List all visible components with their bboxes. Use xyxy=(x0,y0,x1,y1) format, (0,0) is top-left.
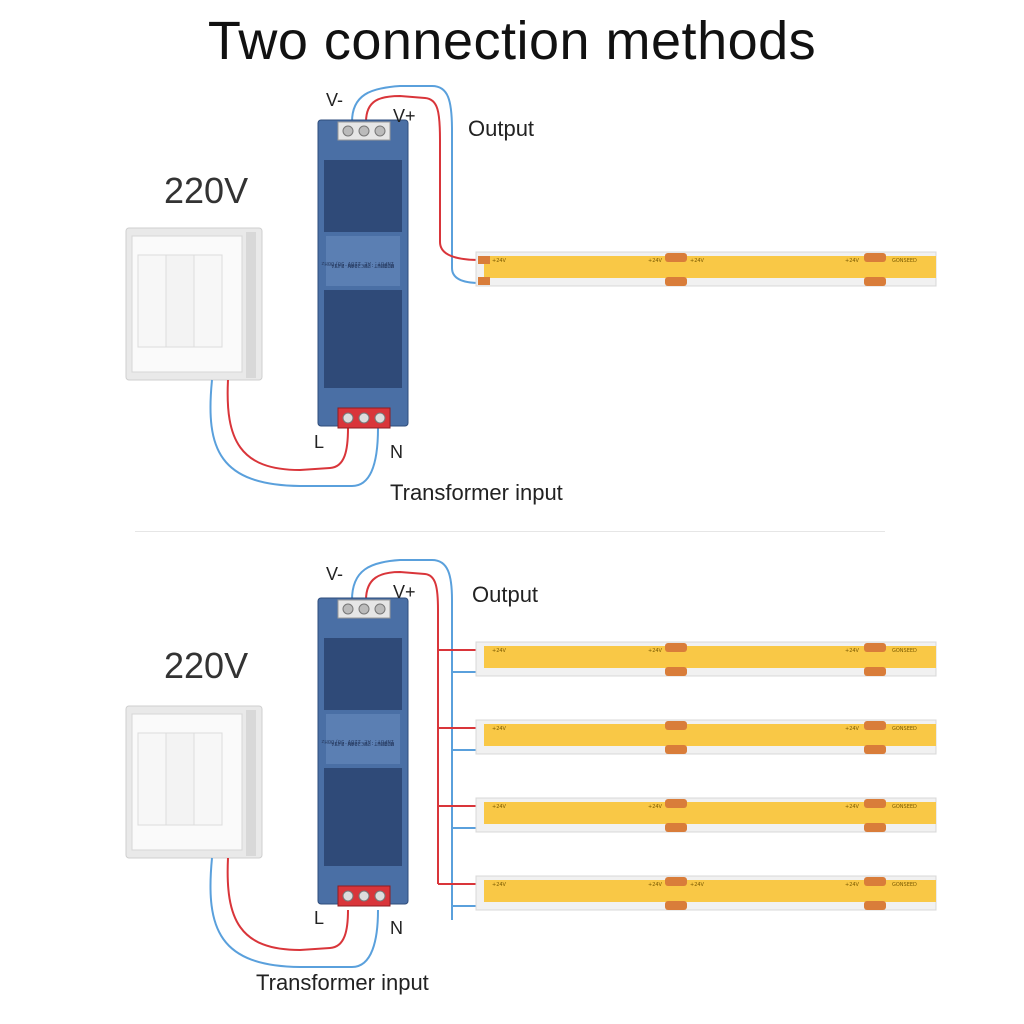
svg-text:MODEL: PW-200W-24V: MODEL: PW-200W-24V xyxy=(334,262,394,268)
strip-mark: +24V xyxy=(845,882,860,888)
input-wire-live xyxy=(226,857,349,952)
strip-mark: +24V xyxy=(492,258,507,264)
led-strip: +24V +24V +24V GONSEED xyxy=(475,797,937,833)
led-strip: +24V +24V GONSEED xyxy=(475,719,937,755)
output-wire-positive xyxy=(365,570,439,884)
live-label: L xyxy=(314,908,325,928)
svg-text:OUTPUT: DC 24V 8.3A: OUTPUT: DC 24V 8.3A xyxy=(330,740,394,746)
single-connection-panel: MODEL: PW-200W-24V INPUT: AC 220V 50/60H… xyxy=(125,85,937,505)
input-wire-neutral xyxy=(209,857,379,968)
svg-text:OUTPUT: DC 24V 8.3A: OUTPUT: DC 24V 8.3A xyxy=(330,262,394,268)
strip-mark: +24V xyxy=(648,804,663,810)
strip-mark: +24V xyxy=(690,258,705,264)
strip-mark: +24V xyxy=(690,882,705,888)
voltage-label: 220V xyxy=(164,645,249,686)
single-connection-diagram: MODEL: PW-200W-24V INPUT: AC 220V 50/60H… xyxy=(125,85,937,487)
v-plus-label: V+ xyxy=(393,582,416,602)
output-wire-negative xyxy=(351,85,481,284)
parallel-connection-diagram: MODEL: PW-200W-24V INPUT: AC 220V 50/60H… xyxy=(125,559,937,968)
branch-taps xyxy=(438,649,480,907)
strip-mark: +24V xyxy=(492,804,507,810)
svg-text:INPUT: AC 220V 50/60Hz: INPUT: AC 220V 50/60Hz xyxy=(321,738,394,744)
strip-mark: GONSEED xyxy=(892,882,917,888)
strip-mark: +24V xyxy=(648,882,663,888)
strip-mark: +24V xyxy=(492,882,507,888)
wall-switch xyxy=(125,227,263,381)
v-minus-label: V- xyxy=(326,564,344,584)
transformer-input-label: Transformer input xyxy=(390,480,563,505)
strip-mark: +24V xyxy=(845,726,860,732)
wall-switch xyxy=(125,705,263,859)
page-title: Two connection methods xyxy=(207,11,817,71)
strip-mark: +24V xyxy=(845,258,860,264)
svg-text:INPUT: AC 220V 50/60Hz: INPUT: AC 220V 50/60Hz xyxy=(321,260,394,266)
strip-mark: +24V xyxy=(492,648,507,654)
neutral-label: N xyxy=(390,442,403,462)
strip-mark: +24V xyxy=(845,804,860,810)
led-strip: +24V +24V +24V +24V GONSEED xyxy=(475,875,937,911)
divider xyxy=(135,531,885,532)
led-strip: +24V +24V +24V +24V GONSEED xyxy=(475,251,937,287)
strip-mark: GONSEED xyxy=(892,648,917,654)
input-wire-live xyxy=(226,379,349,472)
strip-mark: +24V xyxy=(845,648,860,654)
strip-mark: +24V xyxy=(492,726,507,732)
strip-mark: GONSEED xyxy=(892,804,917,810)
strip-mark: +24V xyxy=(648,648,663,654)
output-wire-positive xyxy=(365,94,481,261)
v-plus-label: V+ xyxy=(393,106,416,126)
parallel-connection-panel: MODEL: PW-200W-24V INPUT: AC 220V 50/60H… xyxy=(0,520,1024,1024)
power-supply: MODEL: PW-200W-24V INPUT: AC 220V 50/60H… xyxy=(317,597,409,907)
strip-mark: +24V xyxy=(648,258,663,264)
strip-mark: GONSEED xyxy=(892,726,917,732)
output-label: Output xyxy=(468,116,535,141)
transformer-input-label: Transformer input xyxy=(256,970,429,995)
output-wire-negative xyxy=(351,559,453,920)
live-label: L xyxy=(314,432,325,452)
strip-mark: GONSEED xyxy=(892,258,917,264)
svg-text:MODEL: PW-200W-24V: MODEL: PW-200W-24V xyxy=(334,740,394,746)
output-label: Output xyxy=(472,582,539,607)
voltage-label: 220V xyxy=(164,170,249,211)
input-wire-neutral xyxy=(209,379,379,487)
power-supply: MODEL: PW-200W-24V INPUT: AC 220V 50/60H… xyxy=(317,119,409,429)
v-minus-label: V- xyxy=(326,90,344,110)
neutral-label: N xyxy=(390,918,403,938)
led-strip: +24V +24V +24V GONSEED xyxy=(475,641,937,677)
